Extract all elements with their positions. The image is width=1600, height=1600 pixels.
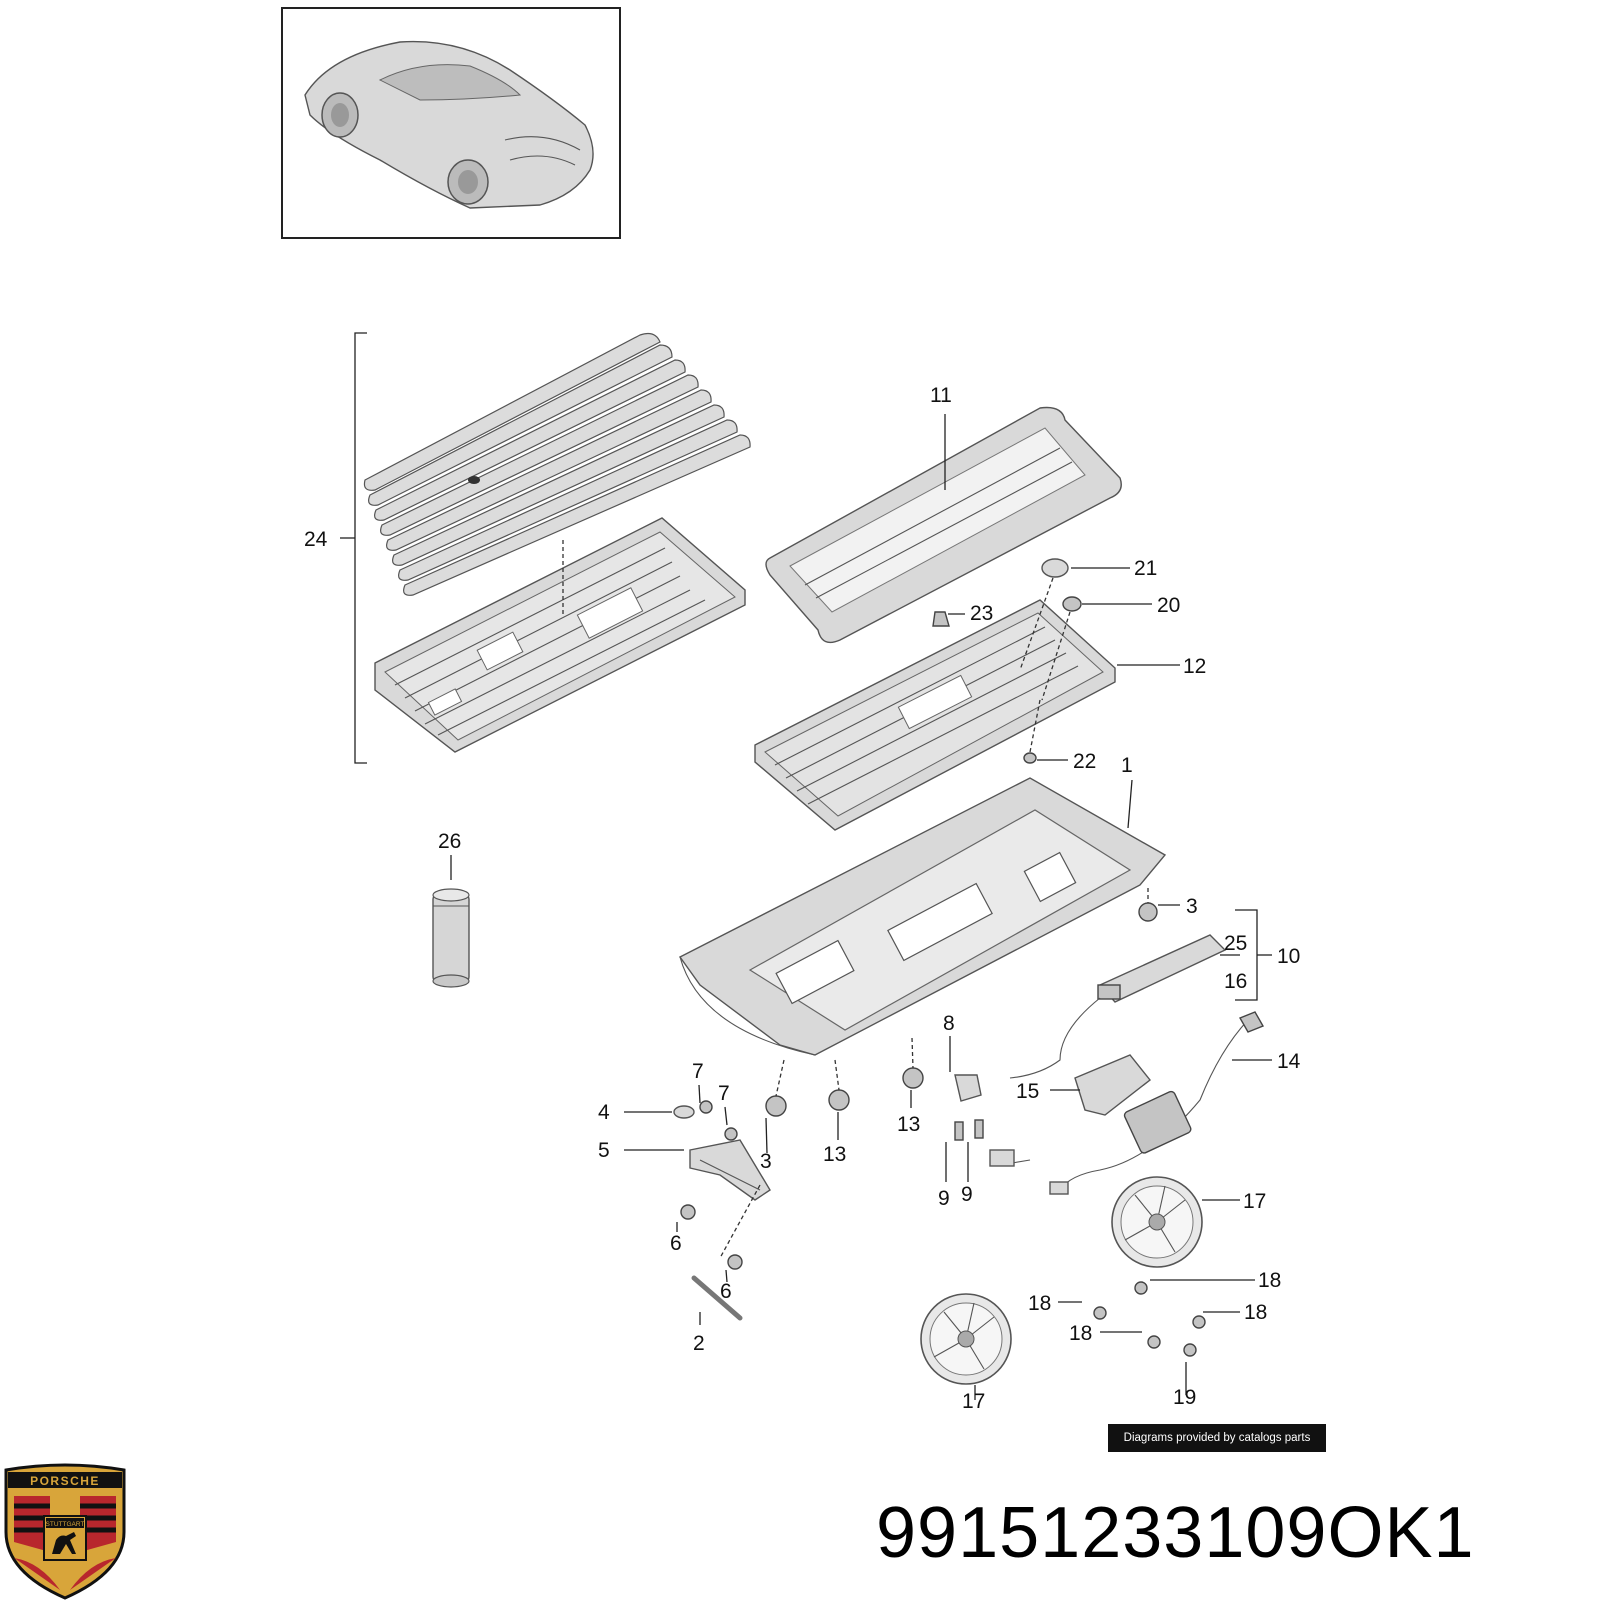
logo-city-text: STUTTGART <box>46 1521 85 1528</box>
part-number: 99151233109OK1 <box>876 1493 1475 1573</box>
hinge-and-fasteners <box>673 888 1158 1321</box>
callout-18: 18 <box>1258 1269 1281 1292</box>
callout-26: 26 <box>438 830 461 853</box>
callout-11: 11 <box>930 384 952 407</box>
callout-22: 22 <box>1073 750 1096 773</box>
latch-parts <box>989 934 1265 1195</box>
callout-3: 3 <box>760 1150 772 1173</box>
callout-17: 17 <box>1243 1190 1266 1213</box>
callout-13: 13 <box>823 1143 846 1166</box>
callout-10: 10 <box>1277 945 1300 968</box>
callout-4: 4 <box>598 1101 610 1124</box>
callout-5: 5 <box>598 1139 610 1162</box>
leader-lines <box>450 414 1272 1400</box>
diagram-credit-banner: Diagrams provided by catalogs parts <box>1108 1424 1326 1452</box>
callout-21: 21 <box>1134 557 1157 580</box>
callout-6: 6 <box>720 1280 732 1303</box>
callout-8: 8 <box>943 1012 955 1035</box>
logo-brand-text: PORSCHE <box>30 1474 100 1488</box>
nuts-18-19 <box>1093 1281 1206 1357</box>
callout-7: 7 <box>718 1082 730 1105</box>
callout-14: 14 <box>1277 1050 1301 1073</box>
fans-17 <box>920 1176 1203 1385</box>
callout-17: 17 <box>962 1390 985 1413</box>
callout-18: 18 <box>1069 1322 1092 1345</box>
callout-6: 6 <box>670 1232 682 1255</box>
callout-9: 9 <box>938 1187 950 1210</box>
callout-18: 18 <box>1028 1292 1051 1315</box>
louvre-grille-upper <box>363 332 751 596</box>
group-bracket-24 <box>340 332 367 764</box>
touch-up-can-26 <box>432 888 470 988</box>
callout-18: 18 <box>1244 1301 1267 1324</box>
callout-23: 23 <box>970 602 993 625</box>
callout-20: 20 <box>1157 594 1180 617</box>
callout-16: 16 <box>1224 970 1247 993</box>
trim-strip-11 <box>765 406 1122 644</box>
callout-2: 2 <box>693 1332 705 1355</box>
callout-15: 15 <box>1016 1080 1039 1103</box>
callout-13: 13 <box>897 1113 920 1136</box>
callout-7: 7 <box>692 1060 704 1083</box>
callout-9: 9 <box>961 1183 973 1206</box>
clips-20-23 <box>932 558 1082 764</box>
grille-frame-24 <box>374 517 746 753</box>
callout-19: 19 <box>1173 1386 1196 1409</box>
porsche-crest-logo: PORSCHE STUTTGART <box>4 1463 126 1600</box>
callout-1: 1 <box>1121 754 1133 777</box>
callout-12: 12 <box>1183 655 1206 678</box>
callout-labels: 1 2 3 3 4 5 6 6 7 7 8 9 9 10 11 12 13 13… <box>304 384 1301 1413</box>
callout-3: 3 <box>1186 895 1198 918</box>
rear-lid-1 <box>678 777 1167 1056</box>
vehicle-overview-thumbnail <box>281 7 621 239</box>
callout-24: 24 <box>304 528 328 551</box>
callout-25: 25 <box>1224 932 1247 955</box>
